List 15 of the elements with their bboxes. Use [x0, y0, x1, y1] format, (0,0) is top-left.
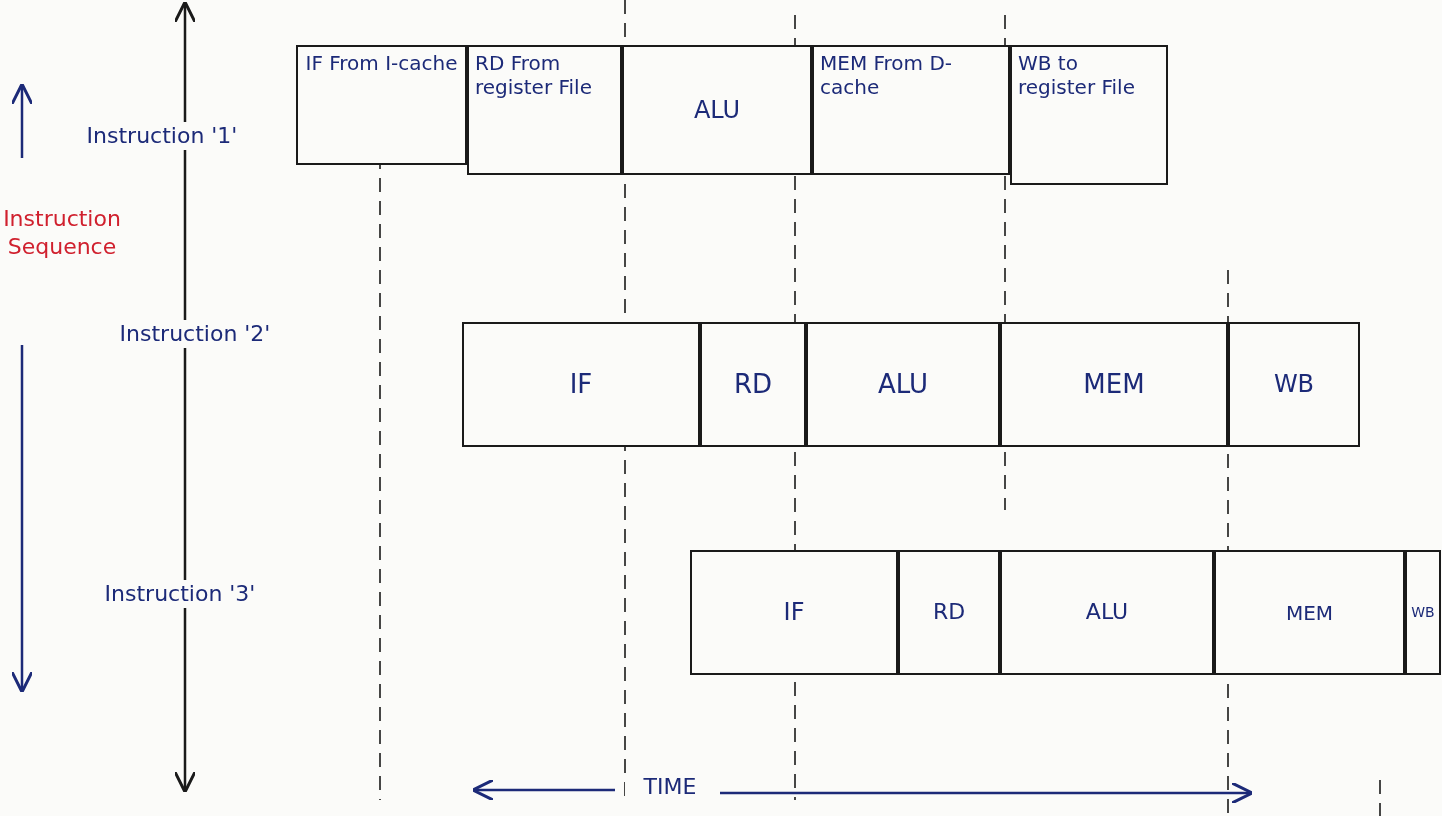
pipeline-stage-cell: RD [898, 550, 1000, 675]
pipeline-stage-cell: RD [700, 322, 806, 447]
pipeline-stage-cell: ALU [1000, 550, 1214, 675]
pipeline-stage-cell: MEM [1000, 322, 1228, 447]
pipeline-stage-cell: IF [462, 322, 700, 447]
pipeline-stage-cell: WB [1405, 550, 1441, 675]
pipeline-stage-cell: MEM From D-cache [812, 45, 1010, 175]
pipeline-stage-cell: WB to register File [1010, 45, 1168, 185]
pipeline-stage-cell: ALU [806, 322, 1000, 447]
pipeline-stage-cell: ALU [622, 45, 812, 175]
pipeline-stage-cell: MEM [1214, 550, 1405, 675]
pipeline-stage-cell: IF From I-cache [296, 45, 467, 165]
pipeline-stage-cell: IF [690, 550, 898, 675]
pipeline-stage-cell: WB [1228, 322, 1360, 447]
pipeline-stage-cell: RD From register File [467, 45, 622, 175]
